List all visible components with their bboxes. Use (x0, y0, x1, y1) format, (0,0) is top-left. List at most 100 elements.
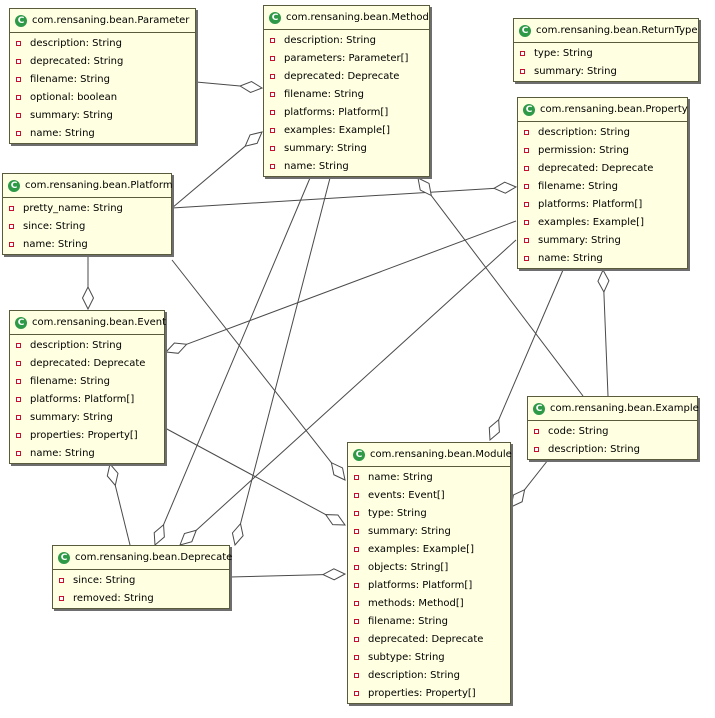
private-field-icon (9, 241, 14, 247)
aggregation-diamond-parameter-to-method (238, 80, 264, 94)
private-field-icon (270, 109, 275, 115)
attribute-row: deprecated: String (10, 52, 195, 70)
attribute-list: name: String events: Event[] type: Strin… (348, 467, 510, 702)
aggregation-diamond-method-to-deprecate (153, 523, 165, 547)
private-field-icon (270, 37, 275, 43)
attribute-row: platforms: Platform[] (264, 103, 429, 121)
attribute-row: filename: String (518, 177, 687, 195)
association-line-platform-to-property (171, 187, 495, 209)
attribute-row: platforms: Platform[] (348, 576, 510, 594)
attribute-row: name: String (518, 249, 687, 267)
attribute-row: name: String (264, 157, 429, 175)
association-line-parameter-to-method (195, 81, 241, 87)
attribute-row: examples: Example[] (348, 540, 510, 558)
private-field-icon (524, 219, 529, 225)
private-field-icon (16, 414, 21, 420)
private-field-icon (534, 428, 539, 434)
class-header: C com.rensaning.bean.Method (264, 6, 429, 30)
private-field-icon (354, 474, 359, 480)
association-line-platform-to-method (171, 145, 246, 209)
attribute-row: filename: String (10, 372, 164, 390)
class-icon: C (523, 103, 535, 116)
attribute-row: deprecated: Deprecate (518, 159, 687, 177)
association-line-example-to-method (430, 195, 584, 397)
attribute-row: properties: Property[] (10, 426, 164, 444)
class-header: C com.rensaning.bean.Example (528, 397, 699, 421)
class-box-module[interactable]: C com.rensaning.bean.Module name: String… (347, 442, 512, 704)
private-field-icon (9, 205, 14, 211)
attribute-row: permission: String (518, 141, 687, 159)
attribute-row: events: Event[] (348, 486, 510, 504)
attribute-list: description: String deprecated: String f… (10, 33, 195, 142)
class-box-platform[interactable]: C com.rensaning.bean.Platform pretty_nam… (2, 173, 173, 255)
association-line-deprecate-to-module (229, 574, 324, 578)
attribute-row: name: String (10, 444, 164, 462)
attribute-row: summary: String (264, 139, 429, 157)
private-field-icon (16, 450, 21, 456)
attribute-row: deprecated: Deprecate (264, 67, 429, 85)
aggregation-diamond-example-to-property (597, 268, 610, 294)
attribute-row: summary: String (10, 408, 164, 426)
private-field-icon (9, 223, 14, 229)
attribute-row: description: String (518, 123, 687, 141)
class-box-example[interactable]: C com.rensaning.bean.Example code: Strin… (527, 396, 699, 460)
private-field-icon (270, 91, 275, 97)
private-field-icon (524, 237, 529, 243)
attribute-row: description: String (528, 440, 697, 458)
attribute-row: subtype: String (348, 648, 510, 666)
attribute-row: deprecated: Deprecate (348, 630, 510, 648)
class-name: com.rensaning.bean.Example (550, 403, 699, 414)
class-box-event[interactable]: C com.rensaning.bean.Event description: … (9, 310, 167, 464)
class-header: C com.rensaning.bean.Deprecate (53, 546, 233, 570)
attribute-row: properties: Property[] (348, 684, 510, 702)
aggregation-diamond-event-to-module (324, 514, 346, 526)
aggregation-diamond-method-to-deprecate-2 (231, 522, 244, 547)
private-field-icon (16, 58, 21, 64)
attribute-row: description: String (348, 666, 510, 684)
private-field-icon (520, 50, 525, 56)
private-field-icon (524, 129, 529, 135)
class-header: C com.rensaning.bean.Property (518, 98, 688, 122)
aggregation-diamond-example-to-module (510, 488, 526, 508)
attribute-row: summary: String (10, 106, 195, 124)
private-field-icon (534, 446, 539, 452)
private-field-icon (520, 68, 525, 74)
attribute-list: pretty_name: String since: String name: … (3, 198, 171, 253)
private-field-icon (354, 564, 359, 570)
class-box-method[interactable]: C com.rensaning.bean.Method description:… (263, 5, 430, 177)
aggregation-diamond-platform-to-event (81, 285, 95, 311)
class-box-parameter[interactable]: C com.rensaning.bean.Parameter descripti… (9, 8, 196, 144)
class-box-returntype[interactable]: C com.rensaning.bean.ReturnType type: St… (513, 18, 699, 82)
private-field-icon (270, 163, 275, 169)
attribute-row: summary: String (514, 62, 698, 80)
private-field-icon (16, 432, 21, 438)
private-field-icon (270, 73, 275, 79)
private-field-icon (354, 492, 359, 498)
private-field-icon (16, 342, 21, 348)
class-header: C com.rensaning.bean.ReturnType (514, 19, 698, 43)
private-field-icon (354, 582, 359, 588)
attribute-row: name: String (348, 468, 510, 486)
aggregation-diamond-deprecate-to-event (106, 462, 119, 487)
class-icon: C (269, 11, 281, 24)
aggregation-diamond-platform-to-module (330, 461, 346, 481)
class-icon: C (8, 179, 20, 192)
aggregation-diamond-platform-to-method (244, 131, 263, 147)
class-name: com.rensaning.bean.Property (540, 104, 688, 115)
private-field-icon (354, 546, 359, 552)
class-name: com.rensaning.bean.Event (32, 317, 167, 328)
class-name: com.rensaning.bean.ReturnType (536, 25, 698, 36)
class-name: com.rensaning.bean.Deprecate (75, 552, 233, 563)
class-header: C com.rensaning.bean.Parameter (10, 9, 195, 33)
attribute-row: type: String (514, 44, 698, 62)
class-box-property[interactable]: C com.rensaning.bean.Property descriptio… (517, 97, 688, 269)
attribute-row: removed: String (53, 589, 229, 607)
class-icon: C (353, 448, 365, 461)
class-icon: C (519, 24, 531, 37)
attribute-list: since: String removed: String (53, 570, 229, 607)
aggregation-diamond-platform-to-property (492, 181, 518, 194)
association-line-property-to-deprecate (195, 239, 517, 531)
attribute-row: type: String (348, 504, 510, 522)
class-box-deprecate[interactable]: C com.rensaning.bean.Deprecate since: St… (52, 545, 233, 609)
attribute-row: deprecated: Deprecate (10, 354, 164, 372)
